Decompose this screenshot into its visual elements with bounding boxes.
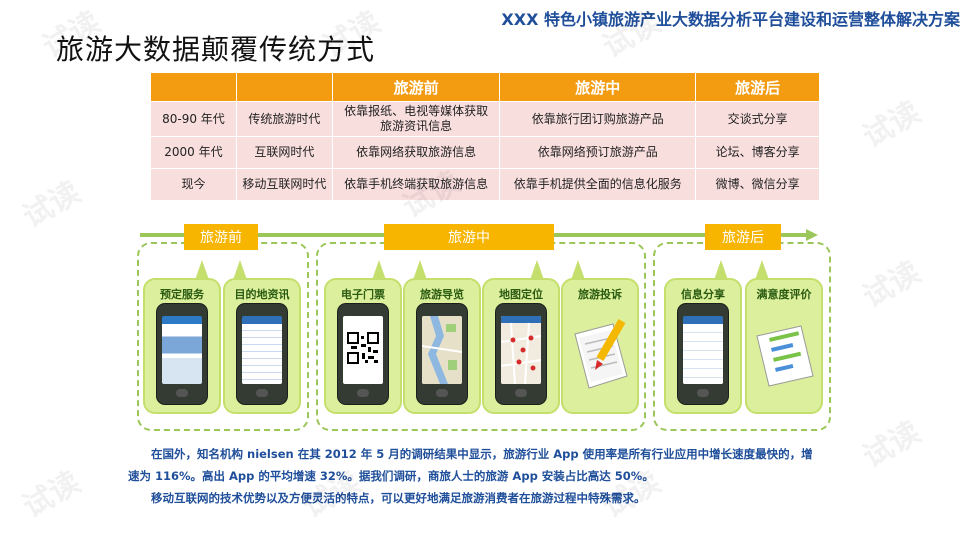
table-header-cell: 旅游中 <box>499 72 697 102</box>
table-cell: 移动互联网时代 <box>235 168 333 201</box>
watermark: 试读 <box>857 94 927 156</box>
table-cell: 论坛、博客分享 <box>695 136 820 169</box>
app-label: 预定服务 <box>160 288 204 301</box>
header-title: XXX 特色小镇旅游产业大数据分析平台建设和运营整体解决方案 <box>501 10 960 29</box>
rating-chart-icon <box>756 325 814 387</box>
watermark: 试读 <box>17 464 87 526</box>
table-row: 2000 年代 互联网时代 依靠网络获取旅游信息 依靠网络预订旅游产品 论坛、博… <box>150 136 820 169</box>
table-cell: 微博、微信分享 <box>695 168 820 201</box>
app-card-complaint: 旅游投诉 <box>561 258 639 418</box>
app-card-e-ticket: 电子门票 <box>324 258 402 418</box>
phone-icon <box>338 304 388 404</box>
app-card-destination-info: 目的地资讯 <box>223 258 301 418</box>
app-card-tour-guide: 旅游导览 <box>403 258 481 418</box>
table-cell: 80-90 年代 <box>150 101 237 137</box>
watermark: 试读 <box>857 414 927 476</box>
app-card-booking: 预定服务 <box>143 258 221 418</box>
phone-icon <box>417 304 467 404</box>
phone-icon <box>678 304 728 404</box>
table-header-cell <box>235 72 333 102</box>
table-cell: 依靠手机提供全面的信息化服务 <box>499 168 697 201</box>
table-cell: 依靠网络获取旅游信息 <box>331 136 501 169</box>
table-row: 80-90 年代 传统旅游时代 依靠报纸、电视等媒体获取 旅游资讯信息 依靠旅行… <box>150 101 820 137</box>
phone-icon <box>157 304 207 404</box>
app-label: 电子门票 <box>341 288 385 301</box>
table-cell: 依靠手机终端获取旅游信息 <box>331 168 501 201</box>
table-header-row: 旅游前 旅游中 旅游后 <box>150 72 820 102</box>
table-cell: 依靠旅行团订购旅游产品 <box>499 101 697 137</box>
stage-label-before: 旅游前 <box>184 224 258 250</box>
table-header-cell: 旅游前 <box>331 72 501 102</box>
body-paragraph: 在国外，知名机构 nielsen 在其 2012 年 5 月的调研结果中显示，旅… <box>128 447 813 483</box>
app-label: 满意度评价 <box>756 288 812 301</box>
table-cell: 依靠报纸、电视等媒体获取 旅游资讯信息 <box>331 101 501 137</box>
stage-label-during: 旅游中 <box>384 224 554 250</box>
table-cell: 现今 <box>150 168 237 201</box>
table-cell: 互联网时代 <box>235 136 333 169</box>
table-cell: 交谈式分享 <box>695 101 820 137</box>
table-cell: 依靠网络预订旅游产品 <box>499 136 697 169</box>
phone-icon <box>237 304 287 404</box>
complaint-document-icon <box>574 318 628 389</box>
app-label: 地图定位 <box>499 288 543 301</box>
app-card-map-location: 地图定位 <box>482 258 560 418</box>
table-header-cell: 旅游后 <box>695 72 820 102</box>
table-cell: 2000 年代 <box>150 136 237 169</box>
app-label: 目的地资讯 <box>234 288 290 301</box>
stage-label-after: 旅游后 <box>705 224 781 250</box>
phone-icon <box>496 304 546 404</box>
body-paragraphs: 在国外，知名机构 nielsen 在其 2012 年 5 月的调研结果中显示，旅… <box>128 443 818 509</box>
comparison-table: 旅游前 旅游中 旅游后 80-90 年代 传统旅游时代 依靠报纸、电视等媒体获取… <box>150 72 820 201</box>
watermark: 试读 <box>857 254 927 316</box>
app-card-satisfaction-rating: 满意度评价 <box>745 258 823 418</box>
table-row: 现今 移动互联网时代 依靠手机终端获取旅游信息 依靠手机提供全面的信息化服务 微… <box>150 168 820 201</box>
table-header-cell <box>150 72 237 102</box>
watermark: 试读 <box>17 174 87 236</box>
table-cell: 传统旅游时代 <box>235 101 333 137</box>
app-label: 旅游投诉 <box>578 288 622 301</box>
app-label: 信息分享 <box>681 288 725 301</box>
timeline-arrow-icon <box>806 229 818 241</box>
slide-title: 旅游大数据颠覆传统方式 <box>56 33 376 66</box>
app-label: 旅游导览 <box>420 288 464 301</box>
body-paragraph: 移动互联网的技术优势以及方便灵活的特点，可以更好地满足旅游消费者在旅游过程中特殊… <box>151 491 646 505</box>
qr-code-icon <box>347 332 379 364</box>
location-pin-icon <box>501 316 541 384</box>
app-card-info-sharing: 信息分享 <box>664 258 742 418</box>
map-icon <box>422 316 462 384</box>
